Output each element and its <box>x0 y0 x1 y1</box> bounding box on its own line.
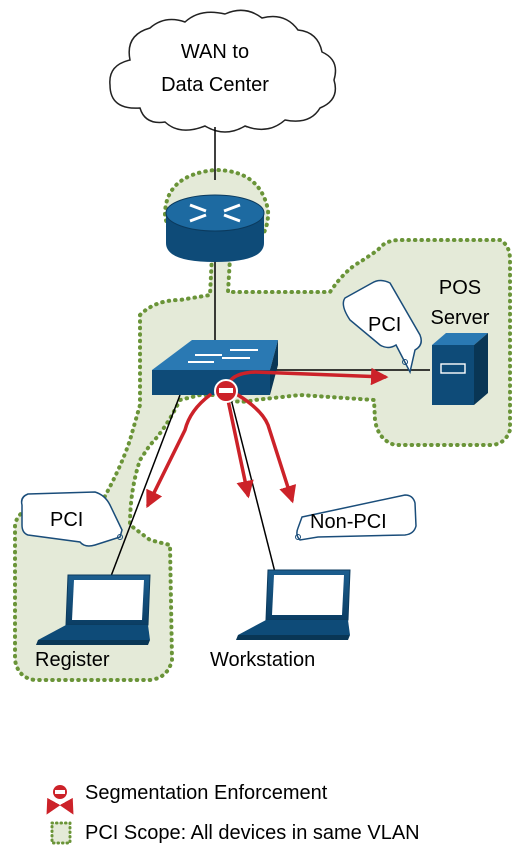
workstation-nonpci-tag-label: Non-PCI <box>310 511 387 533</box>
router-icon <box>165 194 265 262</box>
links <box>99 127 430 606</box>
register-laptop-icon <box>36 574 151 645</box>
register-label: Register <box>35 649 110 671</box>
workstation-label: Workstation <box>210 649 316 671</box>
legend-segmentation-label: Segmentation Enforcement <box>85 782 328 804</box>
wan-cloud-icon <box>109 9 337 133</box>
pos-pci-tag-icon <box>342 279 422 375</box>
register-pci-tag-label: PCI <box>50 509 84 531</box>
pos-server-icon <box>432 333 488 405</box>
pos-pci-tag-label: PCI <box>368 314 402 336</box>
register-pci-tag-icon <box>20 491 123 547</box>
legend-pci-scope-label: PCI Scope: All devices in same VLAN <box>85 822 420 844</box>
switch-icon <box>152 340 278 395</box>
segmentation-enforcement-icon <box>214 379 238 403</box>
cloud-label-line1: WAN to <box>180 41 250 63</box>
legend-segmentation-icon <box>46 785 74 815</box>
legend-pci-scope-swatch <box>50 821 72 845</box>
workstation-nonpci-tag-icon <box>295 494 417 541</box>
pos-server-label-line2: Server <box>430 307 490 329</box>
pos-server-label-line1: POS <box>438 277 482 299</box>
cloud-label-line2: Data Center <box>161 74 269 96</box>
workstation-laptop-icon <box>236 569 351 640</box>
